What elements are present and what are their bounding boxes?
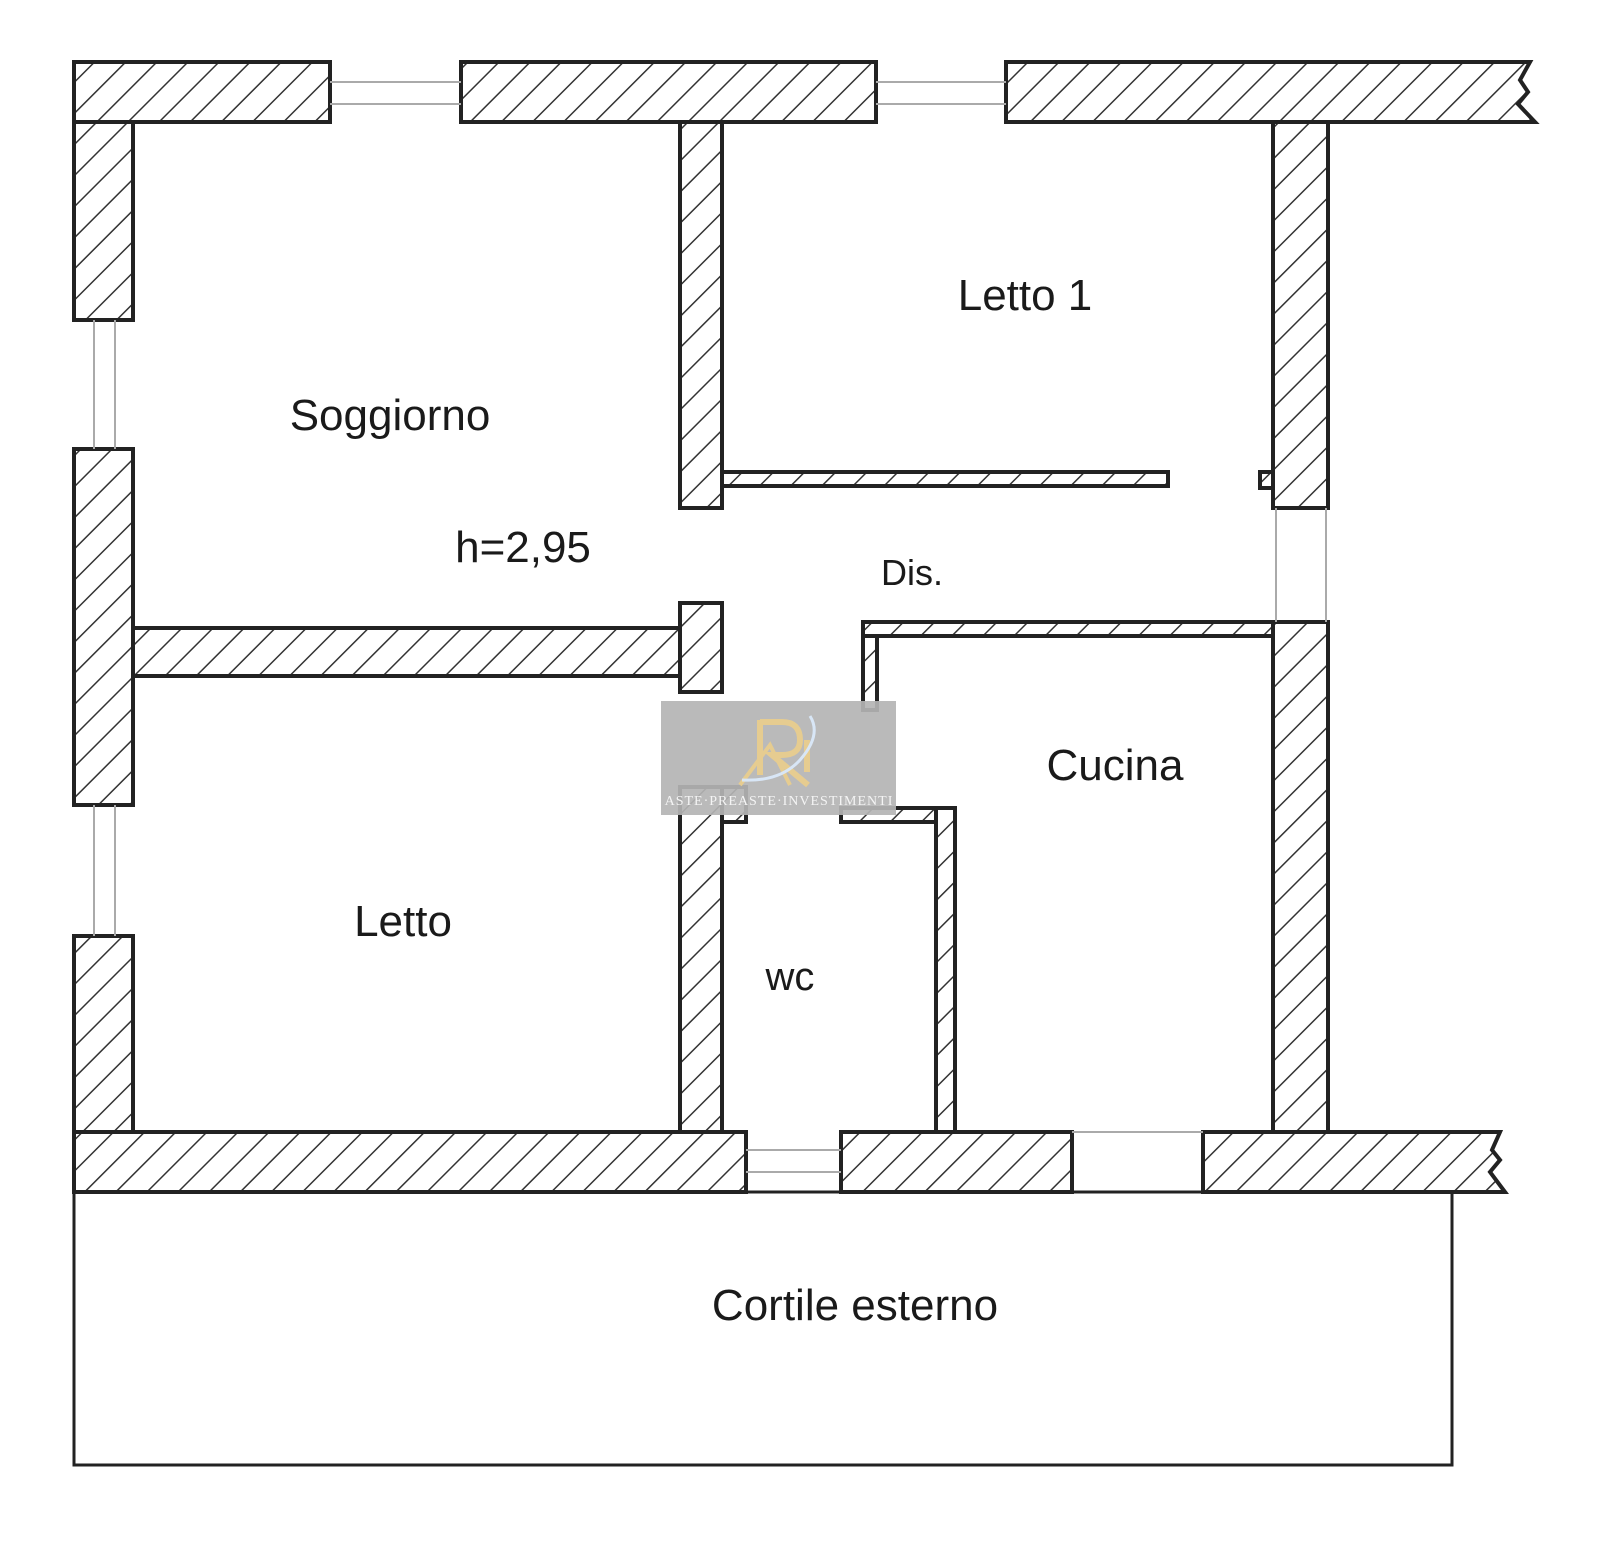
room-label-wc: wc <box>765 955 815 999</box>
room-label-soggiorno: Soggiorno <box>290 391 491 440</box>
room-label-letto1: Letto 1 <box>958 271 1093 320</box>
courtyard-outline <box>72 1190 1454 1467</box>
walls <box>72 60 1540 1194</box>
watermark-text: ASTE·PREASTE·INVESTIMENTI <box>665 794 894 809</box>
watermark: ASTE·PREASTE·INVESTIMENTI <box>661 701 896 815</box>
ceiling-height-label: h=2,95 <box>455 523 591 572</box>
watermark-logo-icon <box>738 715 816 788</box>
room-label-letto: Letto <box>354 897 452 946</box>
room-label-cucina: Cucina <box>1047 741 1184 790</box>
room-label-cortile: Cortile esterno <box>712 1281 998 1330</box>
room-label-dis: Dis. <box>881 552 943 593</box>
